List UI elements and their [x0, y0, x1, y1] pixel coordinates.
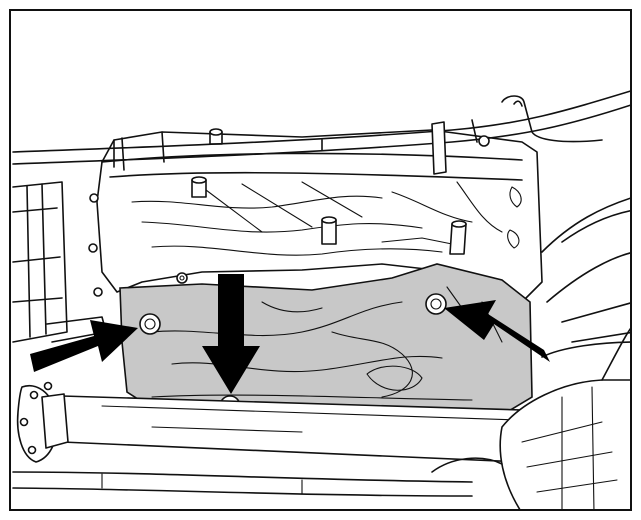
exhaust-pipe	[12, 457, 503, 497]
left-bolt	[139, 313, 161, 335]
oil-pan-highlight	[119, 263, 533, 417]
cooler-lines	[12, 90, 630, 175]
right-bolt	[425, 293, 447, 315]
arrow-down-icon	[202, 274, 260, 394]
transmission-illustration	[12, 90, 630, 509]
illustration-frame	[9, 9, 632, 511]
driveshaft	[16, 381, 548, 463]
arrow-right-icon	[30, 320, 138, 372]
bell-housing	[12, 181, 107, 343]
transmission-housing	[88, 128, 543, 303]
callout-arrows	[30, 274, 550, 394]
arrow-up-left-icon	[444, 300, 550, 362]
oil-pan	[119, 263, 533, 417]
right-components	[499, 197, 630, 509]
